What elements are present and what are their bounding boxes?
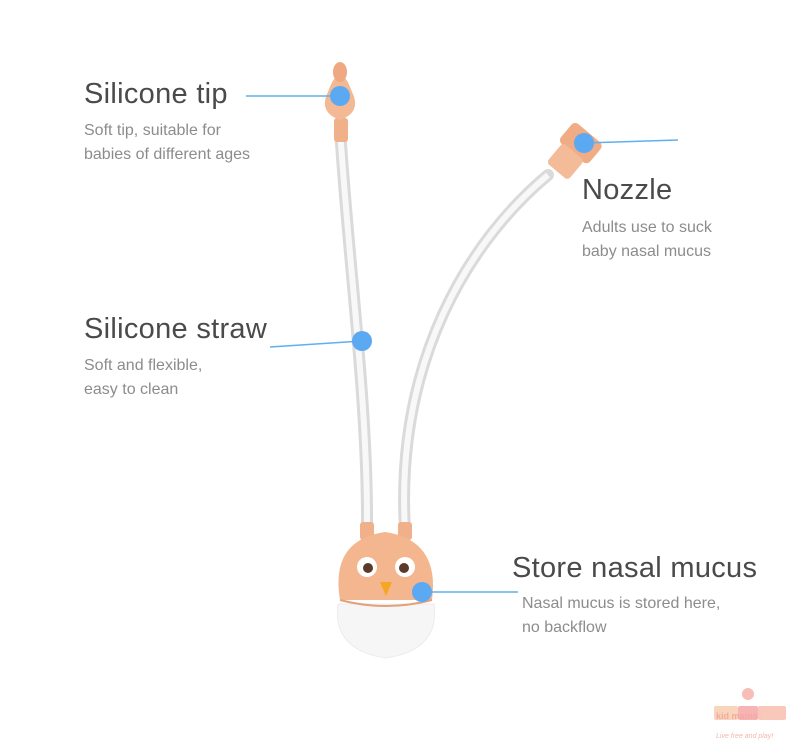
tip-title: Silicone tip [84,78,228,110]
watermark-brand: kid mama [716,711,758,721]
straw-desc-line-2: easy to clean [84,381,179,398]
owl-storage-cup [336,522,436,659]
straw-callout-line [269,340,363,348]
tip-description: Soft tip, suitable for babies of differe… [84,119,250,167]
store-title: Store nasal mucus [512,552,758,584]
nozzle-description: Adults use to suck baby nasal mucus [582,216,712,264]
straw-desc-line-1: Soft and flexible, [84,357,203,374]
nozzle-callout-dot [574,133,594,153]
store-callout-dot [412,582,432,602]
straw-title: Silicone straw [84,313,268,345]
store-desc-line-1: Nasal mucus is stored here, [522,595,721,612]
store-description: Nasal mucus is stored here, no backflow [522,592,720,640]
nozzle-title: Nozzle [582,174,673,206]
nozzle-desc-line-2: baby nasal mucus [582,243,711,260]
nozzle-desc-line-1: Adults use to suck [582,219,712,236]
straw-callout-dot [352,331,372,351]
tip-desc-line-1: Soft tip, suitable for [84,122,221,139]
tip-desc-line-2: babies of different ages [84,146,251,163]
nozzle-callout-line [583,139,679,144]
store-desc-line-2: no backflow [522,619,607,636]
brand-logo [714,688,786,720]
watermark-tagline: Live free and play! [716,733,774,740]
straw-description: Soft and flexible, easy to clean [84,354,202,402]
tip-callout-dot [330,86,350,106]
